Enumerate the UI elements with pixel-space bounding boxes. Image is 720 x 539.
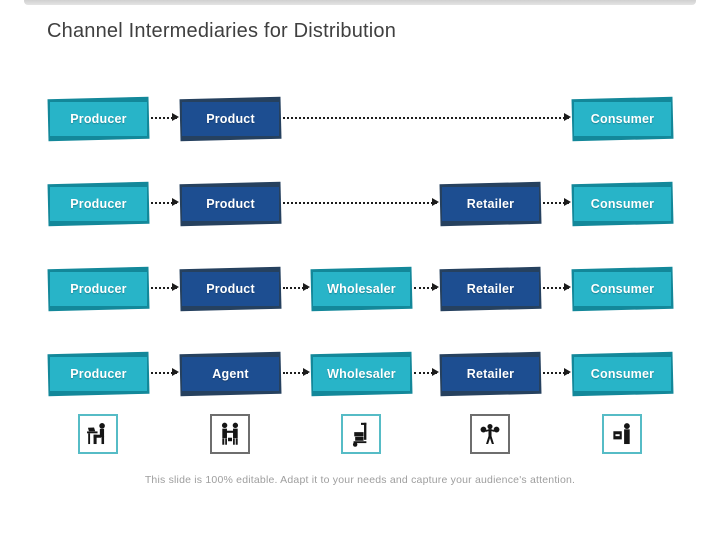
- node-label: Agent: [212, 367, 249, 381]
- dotted-flow-arrow: [543, 198, 571, 206]
- node-label: Producer: [70, 282, 127, 296]
- top-accent-bar: [24, 0, 696, 5]
- node-face: Producer: [50, 357, 147, 391]
- node-label: Wholesaler: [327, 282, 396, 296]
- node-face: Producer: [50, 187, 147, 221]
- handshake-meeting-icon: [210, 414, 250, 454]
- dotted-flow-arrow: [151, 283, 179, 291]
- dotted-flow-arrow: [283, 368, 310, 376]
- node-label: Producer: [70, 367, 127, 381]
- node-face: Consumer: [574, 357, 671, 391]
- node-label: Producer: [70, 112, 127, 126]
- node-consumer: Consumer: [574, 102, 671, 136]
- dotted-flow-arrow: [283, 113, 571, 121]
- node-label: Consumer: [590, 197, 655, 211]
- node-face: Producer: [50, 102, 147, 136]
- dotted-flow-arrow: [543, 368, 571, 376]
- node-label: Retailer: [466, 197, 515, 211]
- dotted-flow-arrow: [151, 113, 179, 121]
- node-wholesaler: Wholesaler: [313, 272, 410, 306]
- customer-at-counter-icon: [602, 414, 642, 454]
- node-face: Retailer: [442, 357, 539, 391]
- node-producer: Producer: [50, 272, 147, 306]
- node-face: Wholesaler: [313, 272, 410, 306]
- node-face: Retailer: [442, 272, 539, 306]
- porter-carrying-load-icon: [470, 414, 510, 454]
- node-face: Consumer: [574, 102, 671, 136]
- dotted-flow-arrow: [543, 283, 571, 291]
- hand-truck-icon: [341, 414, 381, 454]
- node-producer: Producer: [50, 102, 147, 136]
- node-face: Producer: [50, 272, 147, 306]
- node-label: Consumer: [590, 112, 655, 126]
- node-face: Wholesaler: [313, 357, 410, 391]
- node-consumer: Consumer: [574, 187, 671, 221]
- slide-footer-note: This slide is 100% editable. Adapt it to…: [144, 474, 576, 486]
- node-label: Consumer: [590, 282, 655, 296]
- node-label: Product: [206, 197, 255, 211]
- node-consumer: Consumer: [574, 357, 671, 391]
- dotted-flow-arrow: [283, 198, 439, 206]
- node-retailer: Retailer: [442, 357, 539, 391]
- node-label: Consumer: [590, 367, 655, 381]
- node-face: Consumer: [574, 272, 671, 306]
- node-face: Retailer: [442, 187, 539, 221]
- node-retailer: Retailer: [442, 187, 539, 221]
- node-product: Product: [182, 187, 279, 221]
- node-face: Agent: [182, 357, 279, 391]
- node-label: Product: [206, 282, 255, 296]
- node-label: Producer: [70, 197, 127, 211]
- dotted-flow-arrow: [414, 368, 439, 376]
- node-wholesaler: Wholesaler: [313, 357, 410, 391]
- person-at-desk-icon: [78, 414, 118, 454]
- node-retailer: Retailer: [442, 272, 539, 306]
- page-title: Channel Intermediaries for Distribution: [47, 20, 397, 42]
- node-face: Product: [182, 272, 279, 306]
- node-face: Product: [182, 102, 279, 136]
- node-product: Product: [182, 102, 279, 136]
- node-face: Product: [182, 187, 279, 221]
- dotted-flow-arrow: [283, 283, 310, 291]
- node-producer: Producer: [50, 357, 147, 391]
- dotted-flow-arrow: [151, 198, 179, 206]
- node-producer: Producer: [50, 187, 147, 221]
- node-label: Product: [206, 112, 255, 126]
- node-consumer: Consumer: [574, 272, 671, 306]
- node-face: Consumer: [574, 187, 671, 221]
- node-product: Product: [182, 272, 279, 306]
- dotted-flow-arrow: [414, 283, 439, 291]
- node-label: Wholesaler: [327, 367, 396, 381]
- dotted-flow-arrow: [151, 368, 179, 376]
- node-agent: Agent: [182, 357, 279, 391]
- node-label: Retailer: [466, 282, 515, 296]
- node-label: Retailer: [466, 367, 515, 381]
